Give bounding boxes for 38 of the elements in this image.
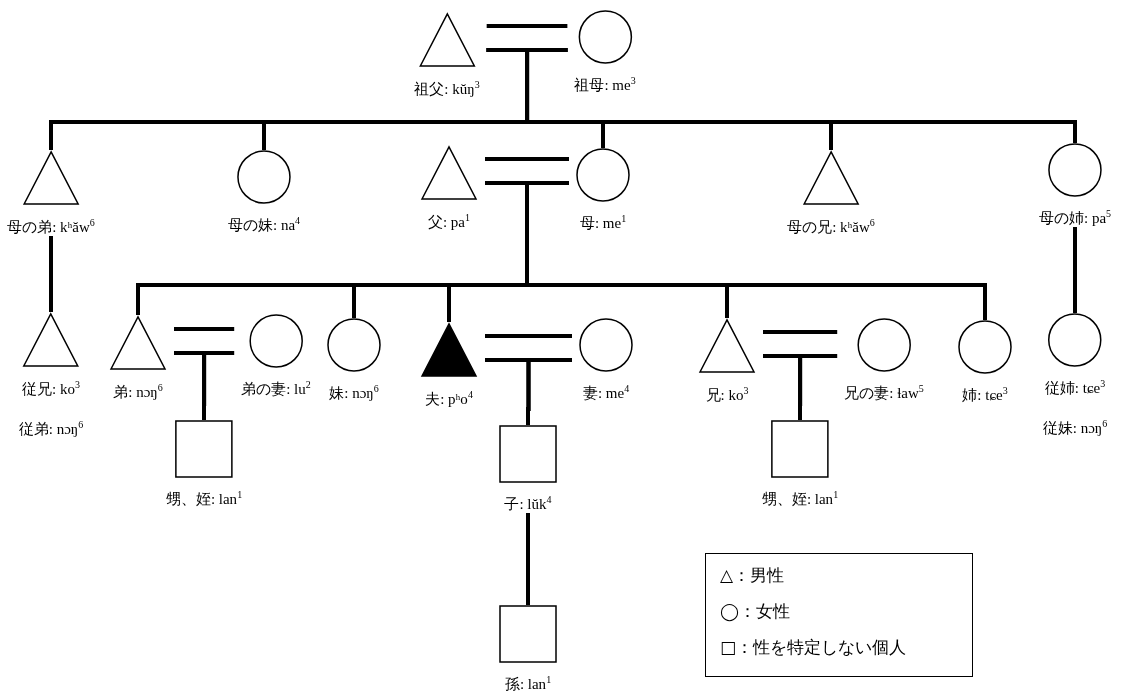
legend-entry: □：性を特定しない個人 (720, 636, 908, 658)
marriage-line (485, 334, 572, 338)
marriage-line (486, 24, 568, 28)
kin-term-label: 母の兄: kʰăw$^{6}$ (787, 216, 875, 236)
marriage-line (174, 327, 235, 331)
kin-term-label: 甥、姪: lan$^{1}$ (165, 488, 243, 508)
kin-term-label: 子: lŭk$^{4}$ (504, 493, 552, 513)
kin-term-label: 妻: me$^{4}$ (582, 382, 630, 402)
kin-term-label: 祖母: me$^{3}$ (574, 74, 636, 94)
descent-line (526, 513, 530, 605)
kin-term-label: 姉: tɕe$^{3}$ (962, 384, 1008, 404)
descent-line (1073, 227, 1077, 313)
kin-term-label: 父: pa$^{1}$ (427, 211, 471, 231)
legend-entry: ◯：女性 (720, 600, 792, 622)
descent-line (202, 351, 235, 420)
kin-term-label: 母の妹: na$^{4}$ (227, 214, 301, 234)
kin-term-label: 母の姉: pa$^{5}$ (1038, 207, 1112, 227)
marriage-line (763, 330, 838, 334)
kin-term-label: 従姉: tɕe$^{3}$ (1044, 377, 1106, 397)
kin-term-label: 弟の妻: lu$^{2}$ (241, 378, 311, 398)
kin-term-label: 母: me$^{1}$ (579, 212, 627, 232)
kin-term-label: 孫: lan$^{1}$ (504, 673, 552, 693)
kin-term-label: 従妹: nɔŋ$^{6}$ (1042, 417, 1108, 437)
kin-term-label: 従弟: nɔŋ$^{6}$ (18, 418, 84, 438)
marriage-line (485, 157, 569, 161)
kin-term-label: 兄の妻: ɬaw$^{5}$ (844, 382, 924, 402)
kin-term-label: 妹: nɔŋ$^{6}$ (329, 382, 379, 402)
kin-term-label: 母の弟: kʰăw$^{6}$ (7, 216, 95, 236)
kin-term-label: 祖父: kŭŋ$^{3}$ (414, 78, 480, 98)
kin-term-label: 従兄: ko$^{3}$ (22, 378, 80, 398)
kin-term-label: 夫: pʰo$^{4}$ (425, 388, 473, 408)
kin-term-label: 甥、姪: lan$^{1}$ (761, 488, 839, 508)
descent-line (49, 236, 53, 312)
legend-entry: △：男性 (720, 564, 786, 586)
descent-line (526, 358, 572, 425)
kin-term-label: 弟: nɔŋ$^{6}$ (113, 381, 163, 401)
descent-line (798, 354, 838, 420)
kin-term-label: 兄: ko$^{3}$ (705, 384, 749, 404)
